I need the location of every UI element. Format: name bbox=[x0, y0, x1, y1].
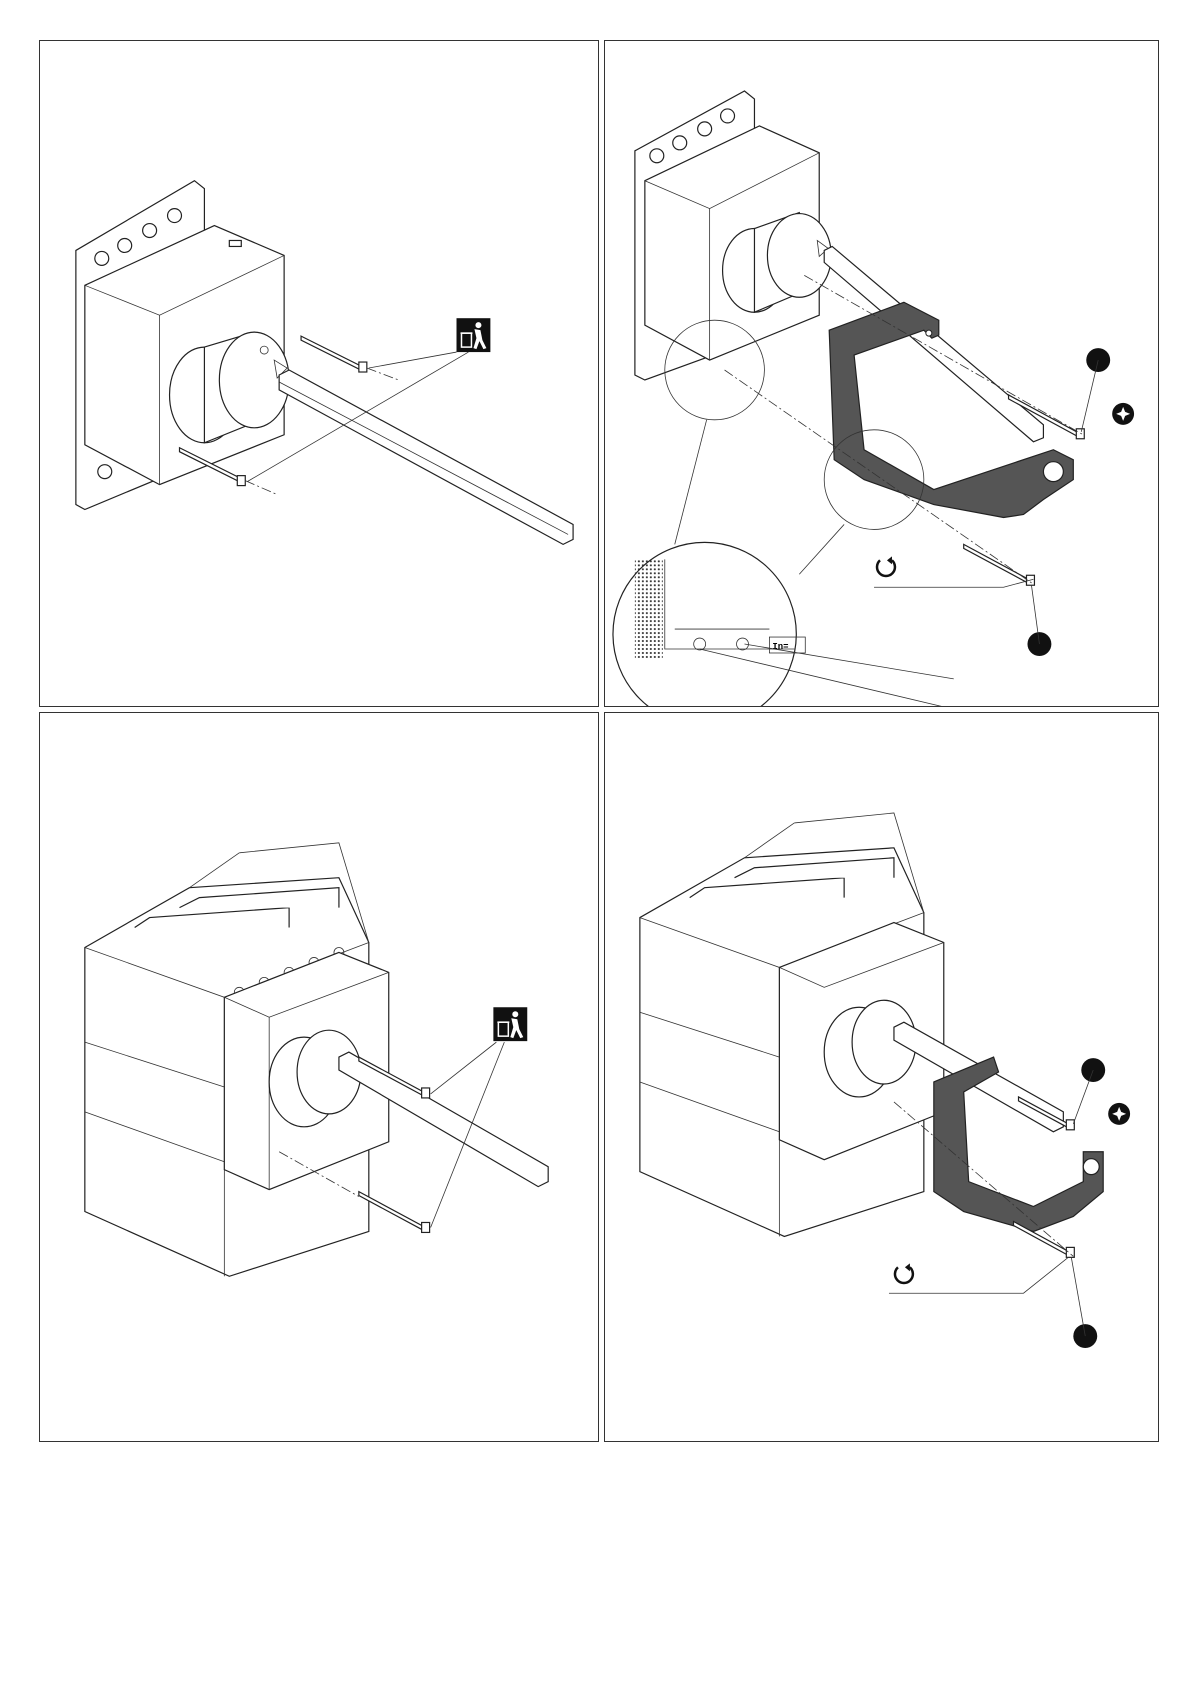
panel-step-3 bbox=[39, 712, 599, 1442]
step-2-illustration: In= bbox=[605, 41, 1158, 706]
discard-icon bbox=[457, 318, 491, 352]
rotation-icon bbox=[895, 1263, 913, 1283]
rating-label: In= bbox=[772, 642, 788, 652]
step-3-illustration bbox=[40, 713, 598, 1441]
extension-shaft bbox=[279, 370, 573, 544]
panel-step-4 bbox=[604, 712, 1159, 1442]
step-4-illustration bbox=[605, 713, 1158, 1441]
leader-line bbox=[369, 352, 457, 368]
panel-step-1 bbox=[39, 40, 599, 707]
torx-icon bbox=[1112, 403, 1134, 425]
shaft-support-bracket bbox=[934, 1057, 1103, 1231]
discard-icon bbox=[493, 1007, 527, 1041]
rotation-icon bbox=[877, 556, 895, 576]
torx-icon bbox=[1108, 1103, 1130, 1125]
step-1-illustration bbox=[40, 41, 598, 706]
detail-magnifier: In= bbox=[613, 320, 994, 706]
callout-bullet-1 bbox=[1086, 348, 1110, 372]
callout-bullet-1 bbox=[1081, 1058, 1105, 1082]
panel-step-2: In= bbox=[604, 40, 1159, 707]
